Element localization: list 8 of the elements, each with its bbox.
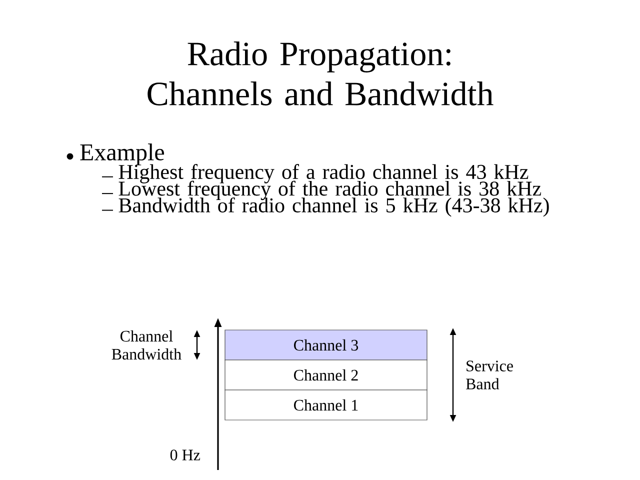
channel-box: Channel 3 xyxy=(224,330,428,360)
dimension-label: Channel Bandwidth xyxy=(112,330,182,360)
channel-box: Channel 1 xyxy=(224,390,428,420)
dimension-label: Service Band xyxy=(466,360,513,390)
axis-label: 0 Hz xyxy=(170,450,200,460)
bullet-item: Example xyxy=(80,144,164,166)
channel-box: Channel 2 xyxy=(224,360,428,390)
slide-title: Radio Propagation: Channels and Bandwidth xyxy=(148,42,494,106)
